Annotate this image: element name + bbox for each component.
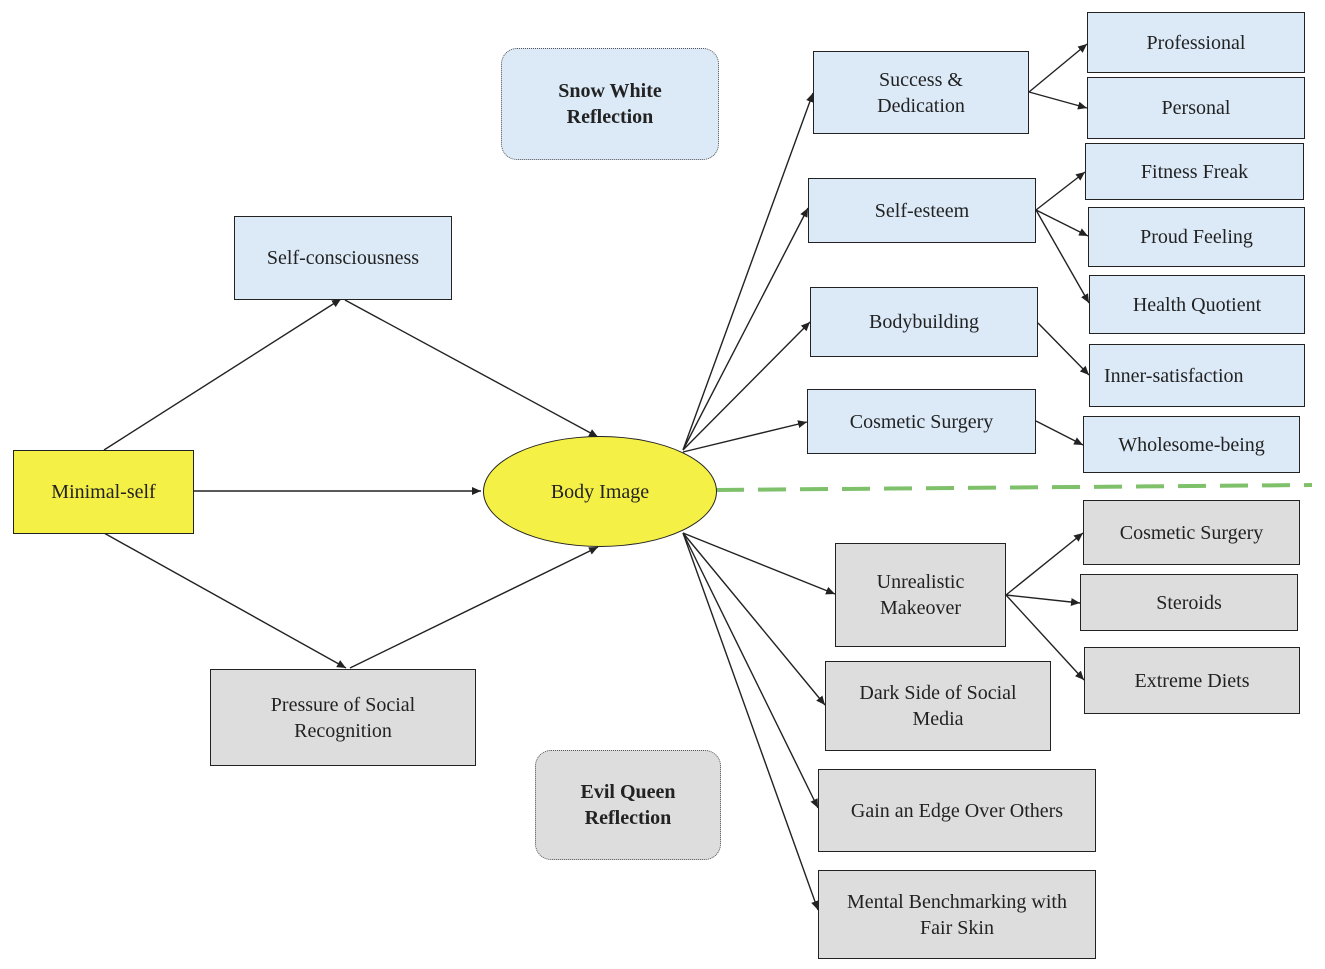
pressure-social-node: Pressure of Social Recognition: [210, 669, 476, 766]
dark-side-social-label: Dark Side of Social Media: [859, 682, 1017, 730]
body-image-node: Body Image: [483, 436, 717, 547]
edge-success-to-professional: [1028, 43, 1088, 93]
minimal-self-node: Minimal-self: [13, 450, 194, 534]
edge-selfesteem-to-fitness: [1035, 171, 1086, 211]
divider-line: [715, 483, 1313, 492]
proud-feeling-node: Proud Feeling: [1088, 207, 1305, 267]
success-dedication-node: Success & Dedication: [813, 51, 1029, 134]
cosmetic-surgery-negative-label: Cosmetic Surgery: [1119, 521, 1264, 544]
cosmetic-surgery-positive-node: Cosmetic Surgery: [807, 389, 1036, 454]
wholesome-being-label: Wholesome-being: [1118, 433, 1265, 456]
proud-feeling-label: Proud Feeling: [1140, 226, 1253, 248]
professional-label: Professional: [1146, 31, 1246, 54]
success-dedication-label: Success & Dedication: [877, 68, 965, 117]
mental-benchmarking-node: Mental Benchmarking with Fair Skin: [818, 870, 1096, 959]
bodybuilding-node: Bodybuilding: [810, 287, 1038, 357]
edge-bodyimage-to-success: [682, 92, 814, 451]
edge-bodyimage-to-bodybuilding: [682, 321, 811, 451]
snow-white-callout: Snow White Reflection: [501, 48, 719, 160]
fitness-freak-node: Fitness Freak: [1085, 143, 1304, 200]
evil-queen-callout: Evil Queen Reflection: [535, 750, 721, 860]
edge-consciousness-to-bodyimage: [344, 299, 599, 438]
edge-bodyimage-to-darkside: [682, 532, 826, 706]
bodybuilding-label: Bodybuilding: [868, 311, 979, 333]
personal-label: Personal: [1161, 97, 1231, 119]
edge-bodyimage-to-selfesteem: [682, 207, 809, 451]
edge-bodyimage-to-gainedge: [682, 532, 819, 809]
pressure-social-label: Pressure of Social Recognition: [270, 693, 416, 742]
professional-node: Professional: [1087, 12, 1305, 73]
inner-satisfaction-label: Inner-satisfaction: [1104, 364, 1244, 387]
fitness-freak-label: Fitness Freak: [1140, 160, 1249, 183]
dark-side-social-node: Dark Side of Social Media: [825, 661, 1051, 751]
gain-edge-label: Gain an Edge Over Others: [850, 799, 1064, 822]
cosmetic-surgery-negative-node: Cosmetic Surgery: [1083, 500, 1300, 565]
edge-unrealistic-to-cosmetic: [1005, 532, 1084, 596]
edge-selfesteem-to-proud: [1035, 209, 1089, 237]
edge-minimal-to-pressure: [103, 532, 347, 669]
edge-bodybuilding-to-inner: [1037, 322, 1090, 376]
unrealistic-makeover-label: Unrealistic Makeover: [876, 571, 965, 619]
cosmetic-surgery-positive-label: Cosmetic Surgery: [849, 410, 994, 433]
edge-minimal-to-consciousness: [103, 298, 342, 451]
self-esteem-label: Self-esteem: [874, 199, 970, 222]
self-consciousness-label: Self-consciousness: [266, 247, 420, 269]
edge-unrealistic-to-diets: [1005, 594, 1085, 681]
edge-pressure-to-bodyimage: [349, 546, 599, 669]
self-esteem-node: Self-esteem: [808, 178, 1036, 243]
steroids-label: Steroids: [1156, 591, 1222, 614]
health-quotient-label: Health Quotient: [1132, 293, 1262, 316]
self-consciousness-node: Self-consciousness: [234, 216, 452, 300]
unrealistic-makeover-node: Unrealistic Makeover: [835, 543, 1006, 647]
steroids-node: Steroids: [1080, 574, 1298, 631]
edge-bodyimage-to-unrealistic: [682, 532, 836, 595]
edge-unrealistic-to-steroids: [1005, 594, 1081, 607]
minimal-self-label: Minimal-self: [51, 481, 156, 503]
body-image-label: Body Image: [550, 480, 650, 503]
personal-node: Personal: [1087, 77, 1305, 139]
gain-edge-node: Gain an Edge Over Others: [818, 769, 1096, 852]
edge-selfesteem-to-health: [1035, 209, 1090, 304]
health-quotient-node: Health Quotient: [1089, 275, 1305, 334]
extreme-diets-label: Extreme Diets: [1134, 669, 1250, 692]
edge-cosmetic-to-wholesome: [1035, 420, 1084, 446]
edge-success-to-personal: [1028, 91, 1088, 110]
edge-bodyimage-to-cosmetic: [682, 420, 808, 453]
edge-bodyimage-to-mental: [682, 532, 819, 911]
inner-satisfaction-node: Inner-satisfaction: [1089, 344, 1305, 407]
mental-benchmarking-label: Mental Benchmarking with Fair Skin: [847, 890, 1067, 939]
evil-queen-label: Evil Queen Reflection: [580, 781, 676, 829]
extreme-diets-node: Extreme Diets: [1084, 647, 1300, 714]
wholesome-being-node: Wholesome-being: [1083, 416, 1300, 473]
snow-white-label: Snow White Reflection: [558, 80, 662, 128]
